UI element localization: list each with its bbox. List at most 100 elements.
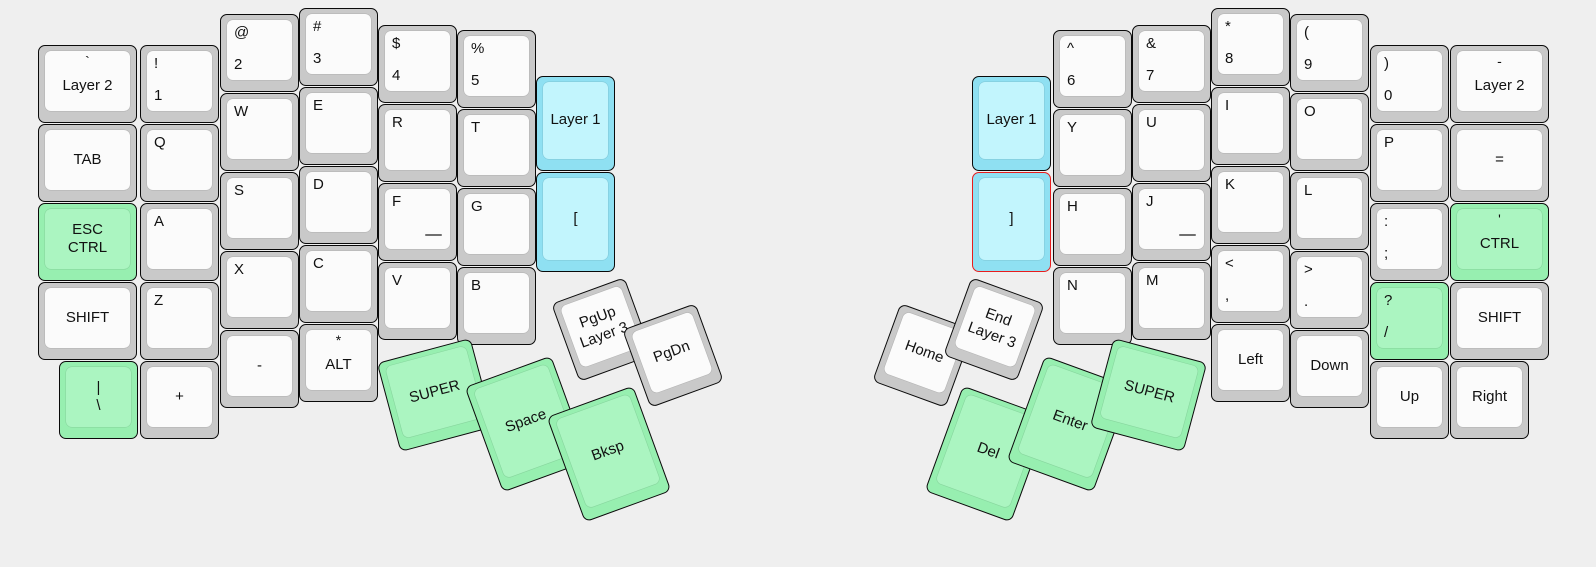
key-cap: [1297, 20, 1362, 80]
key-legend-line2: CTRL: [67, 239, 108, 256]
key-r-7[interactable]: &7: [1132, 25, 1211, 103]
key-l-layer1[interactable]: Layer 1: [536, 76, 615, 171]
key-l-1[interactable]: !1: [140, 45, 219, 123]
key-r-down[interactable]: Down: [1290, 330, 1369, 408]
key-r-shift[interactable]: SHIFT: [1450, 282, 1549, 360]
key-r-semicolon[interactable]: :;: [1370, 203, 1449, 281]
key-l-pipe-backslash[interactable]: |\: [59, 361, 138, 439]
key-r-up[interactable]: Up: [1370, 361, 1449, 439]
key-l-a[interactable]: A: [140, 203, 219, 281]
key-r-rbracket[interactable]: ]: [972, 172, 1051, 272]
key-legend-main: ALT: [325, 356, 352, 373]
key-l-v[interactable]: V: [378, 262, 457, 340]
key-cap: [1377, 288, 1442, 348]
key-cap: [227, 178, 292, 238]
key-r-8[interactable]: *8: [1211, 8, 1290, 86]
key-cap: [306, 251, 371, 311]
key-l-shift[interactable]: SHIFT: [38, 282, 137, 360]
key-r-k[interactable]: K: [1211, 166, 1290, 244]
key-legend-main: 6: [1067, 71, 1076, 89]
key-l-3[interactable]: #3: [299, 8, 378, 86]
key-cap: [1218, 251, 1283, 311]
key-legend-main: Enter: [1050, 406, 1090, 435]
key-l-g[interactable]: G: [457, 188, 536, 266]
key-legend-main: CTRL: [1479, 235, 1520, 252]
key-r-0[interactable]: )0: [1370, 45, 1449, 123]
key-legend: #3: [306, 14, 371, 74]
key-legend: *8: [1218, 14, 1283, 74]
key-cap: [1297, 336, 1362, 396]
key-l-tab[interactable]: TAB: [38, 124, 137, 202]
key-legend-shifted: *: [1225, 18, 1231, 35]
key-l-4[interactable]: $4: [378, 25, 457, 103]
key-r-right[interactable]: Right: [1450, 361, 1529, 439]
key-l-t[interactable]: T: [457, 109, 536, 187]
key-l-c[interactable]: C: [299, 245, 378, 323]
key-cap: [543, 82, 608, 159]
key-r-p[interactable]: P: [1370, 124, 1449, 202]
key-legend: @2: [227, 20, 292, 80]
key-legend-main: E: [313, 97, 324, 114]
key-r-h[interactable]: H: [1053, 188, 1132, 266]
key-r-l[interactable]: L: [1290, 172, 1369, 250]
key-l-plus[interactable]: +: [140, 361, 219, 439]
key-legend: J: [1139, 189, 1204, 249]
key-legend: -Layer 2: [1457, 51, 1542, 111]
key-l-2[interactable]: @2: [220, 14, 299, 92]
key-cap: [45, 209, 130, 269]
key-l-q[interactable]: Q: [140, 124, 219, 202]
key-legend: =: [1457, 130, 1542, 190]
key-cap: [385, 189, 450, 249]
key-l-e[interactable]: E: [299, 87, 378, 165]
key-l-5[interactable]: %5: [457, 30, 536, 108]
key-cap: [1060, 273, 1125, 333]
key-l-f[interactable]: F: [378, 183, 457, 261]
key-l-grave-layer2[interactable]: `Layer 2: [38, 45, 137, 123]
key-legend: |\: [66, 367, 131, 427]
key-r-m[interactable]: M: [1132, 262, 1211, 340]
key-r-n[interactable]: N: [1053, 267, 1132, 345]
key-l-minus[interactable]: -: [220, 330, 299, 408]
key-legend-shifted: &: [1146, 35, 1157, 52]
key-legend: L: [1297, 178, 1362, 238]
key-r-comma[interactable]: <,: [1211, 245, 1290, 323]
key-r-6[interactable]: ^6: [1053, 30, 1132, 108]
key-legend: D: [306, 172, 371, 232]
key-r-slash[interactable]: ?/: [1370, 282, 1449, 360]
key-legend-shifted: ): [1384, 55, 1389, 72]
key-r-u[interactable]: U: [1132, 104, 1211, 182]
key-l-star-alt[interactable]: *ALT: [299, 324, 378, 402]
key-r-o[interactable]: O: [1290, 93, 1369, 171]
key-r-i[interactable]: I: [1211, 87, 1290, 165]
key-l-r[interactable]: R: [378, 104, 457, 182]
key-cap: [1377, 367, 1442, 427]
key-l-d[interactable]: D: [299, 166, 378, 244]
key-cap: [147, 130, 212, 190]
key-r-9[interactable]: (9: [1290, 14, 1369, 92]
key-l-b[interactable]: B: [457, 267, 536, 345]
key-cap: [385, 31, 450, 91]
key-r-layer1[interactable]: Layer 1: [972, 76, 1051, 171]
key-legend-main: T: [471, 119, 481, 136]
key-r-j[interactable]: J: [1132, 183, 1211, 261]
key-r-minus-layer2[interactable]: -Layer 2: [1450, 45, 1549, 123]
key-l-z[interactable]: Z: [140, 282, 219, 360]
key-legend: Layer 1: [543, 82, 608, 159]
key-r-quote-ctrl[interactable]: 'CTRL: [1450, 203, 1549, 281]
key-cap: [147, 367, 212, 427]
key-r-period[interactable]: >.: [1290, 251, 1369, 329]
key-legend-main: TAB: [73, 150, 102, 168]
key-l-lbracket[interactable]: [: [536, 172, 615, 272]
key-l-s[interactable]: S: [220, 172, 299, 250]
key-legend: P: [1377, 130, 1442, 190]
key-legend: Layer 1: [979, 82, 1044, 159]
key-legend-main: Up: [1399, 387, 1420, 405]
key-r-left[interactable]: Left: [1211, 324, 1290, 402]
key-legend: >.: [1297, 257, 1362, 317]
key-legend-main: S: [234, 182, 245, 199]
key-r-y[interactable]: Y: [1053, 109, 1132, 187]
key-l-x[interactable]: X: [220, 251, 299, 329]
key-r-equal[interactable]: =: [1450, 124, 1549, 202]
key-l-w[interactable]: W: [220, 93, 299, 171]
